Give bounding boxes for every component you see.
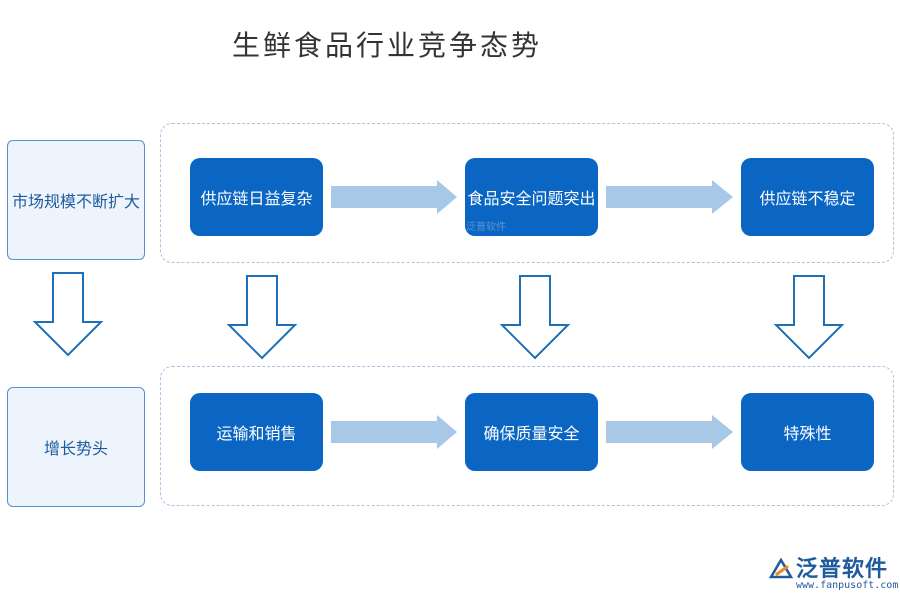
right-arrow-bottom-1: [331, 415, 457, 449]
bottom-group-frame: [160, 366, 894, 506]
down-arrow-col-2: [499, 275, 571, 360]
node-top-1-label: 供应链日益复杂: [200, 189, 313, 208]
page-title: 生鲜食品行业竞争态势: [232, 29, 543, 62]
node-top-3: 供应链不稳定: [741, 158, 874, 236]
node-bottom-2-label: 确保质量安全: [483, 424, 580, 443]
node-bottom-2: 确保质量安全: [465, 393, 598, 471]
side-label-top: 市场规模不断扩大: [11, 192, 140, 211]
side-box-growth: 增长势头: [7, 387, 145, 507]
down-arrow-col-1: [226, 275, 298, 360]
down-arrow-side: [32, 272, 104, 357]
logo-mark-icon: [768, 557, 794, 579]
node-bottom-1: 运输和销售: [190, 393, 323, 471]
watermark-text: 泛普软件: [466, 222, 506, 233]
node-bottom-3: 特殊性: [741, 393, 874, 471]
side-box-market: 市场规模不断扩大: [7, 140, 145, 260]
logo-name: 泛普软件: [796, 557, 889, 582]
side-label-bottom: 增长势头: [43, 439, 108, 458]
brand-logo: 泛普软件 www.fanpusoft.com: [768, 553, 898, 595]
node-top-2: 食品安全问题突出: [465, 158, 598, 236]
right-arrow-bottom-2: [606, 415, 733, 449]
node-bottom-1-label: 运输和销售: [216, 424, 297, 443]
logo-url: www.fanpusoft.com: [796, 580, 899, 591]
node-bottom-3-label: 特殊性: [783, 424, 832, 443]
node-top-2-label: 食品安全问题突出: [467, 189, 596, 208]
top-group-frame: [160, 123, 894, 263]
node-top-1: 供应链日益复杂: [190, 158, 323, 236]
right-arrow-top-2: [606, 180, 733, 214]
down-arrow-col-3: [773, 275, 845, 360]
right-arrow-top-1: [331, 180, 457, 214]
node-top-3-label: 供应链不稳定: [759, 189, 856, 208]
